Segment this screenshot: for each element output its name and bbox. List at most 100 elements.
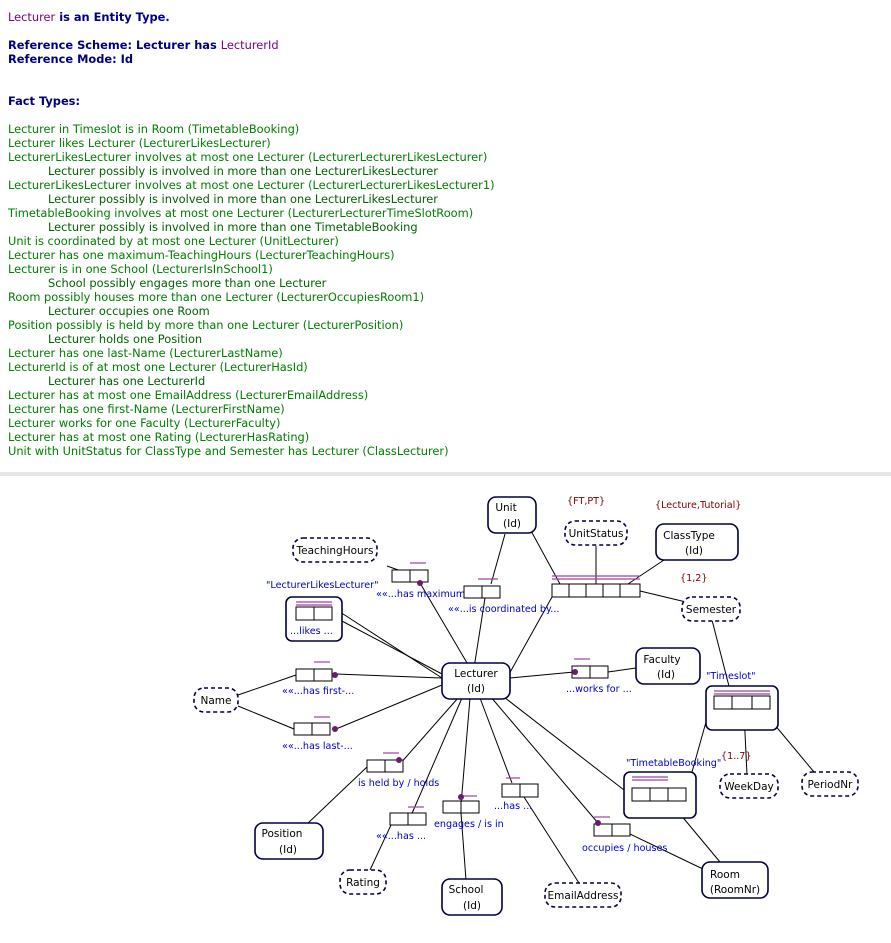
fact-type-line: LecturerLikesLecturer involves at most o… bbox=[8, 150, 884, 164]
connector bbox=[419, 582, 471, 669]
connector bbox=[499, 693, 625, 791]
fact-type-text[interactable]: LecturerId is of at most one Lecturer (L… bbox=[8, 360, 308, 374]
connector bbox=[691, 721, 707, 773]
reference-mode-label: Reference Mode: Id bbox=[8, 52, 134, 66]
entity-unit[interactable]: Unit (Id) bbox=[487, 496, 537, 534]
connector bbox=[509, 671, 575, 679]
has-maximum-reading: ««...has maximum-... bbox=[376, 589, 478, 600]
fact-type-text[interactable]: Position possibly is held by more than o… bbox=[8, 318, 404, 332]
weekday-value-constraint: {1..7} bbox=[721, 751, 752, 762]
entity-faculty[interactable]: Faculty (Id) bbox=[635, 647, 701, 685]
fact-type-text[interactable]: Lecturer has one last-Name (LecturerLast… bbox=[8, 346, 283, 360]
entity-faculty-ref: (Id) bbox=[657, 669, 675, 681]
fact-type-line: Lecturer possibly is involved in more th… bbox=[8, 164, 884, 178]
fact-has-maximum[interactable]: ««...has maximum-... bbox=[376, 562, 478, 600]
fact-type-text[interactable]: Lecturer works for one Faculty (Lecturer… bbox=[8, 416, 281, 430]
fact-engages[interactable]: engages / is in bbox=[434, 794, 504, 830]
fact-type-line: Lecturer has at most one EmailAddress (L… bbox=[8, 388, 884, 402]
fact-type-text[interactable]: Unit with UnitStatus for ClassType and S… bbox=[8, 444, 449, 458]
fact-type-text[interactable]: TimetableBooking involves at most one Le… bbox=[8, 206, 474, 220]
has-rating-reading: ««...has ... bbox=[376, 831, 426, 842]
fact-has-email[interactable]: ...has ... bbox=[494, 777, 539, 812]
value-unitstatus-label: UnitStatus bbox=[569, 528, 624, 540]
fact-works-for[interactable]: ...works for ... bbox=[566, 658, 632, 695]
fact-type-text[interactable]: Lecturer possibly is involved in more th… bbox=[48, 220, 418, 234]
fact-has-first[interactable]: ««...has first-... bbox=[282, 661, 354, 697]
entity-position-name: Position bbox=[262, 828, 303, 840]
connector bbox=[398, 697, 459, 766]
value-periodnr[interactable]: PeriodNr bbox=[801, 771, 859, 797]
value-weekday[interactable]: WeekDay bbox=[719, 773, 779, 799]
fact-type-text[interactable]: Lecturer has at most one Rating (Lecture… bbox=[8, 430, 310, 444]
entity-school[interactable]: School (Id) bbox=[441, 878, 503, 916]
fact-type-text[interactable]: Lecturer has one first-Name (LecturerFir… bbox=[8, 402, 285, 416]
entity-name[interactable]: Lecturer bbox=[8, 10, 56, 24]
fact-type-text[interactable]: Lecturer possibly is involved in more th… bbox=[48, 164, 438, 178]
fact-coordinated[interactable]: ««...is coordinated by... bbox=[448, 578, 559, 615]
objectified-timeslot[interactable]: "Timeslot" bbox=[705, 671, 779, 731]
fact-type-text[interactable]: Lecturer has one LecturerId bbox=[48, 374, 206, 388]
fact-occupies[interactable]: occupies / houses bbox=[582, 816, 667, 854]
connector bbox=[460, 697, 471, 806]
value-name[interactable]: Name bbox=[193, 687, 239, 713]
value-teachinghours-label: TeachingHours bbox=[296, 545, 374, 557]
fact-held-by[interactable]: is held by / holds bbox=[358, 752, 439, 789]
fact-type-line: Lecturer occupies one Room bbox=[8, 304, 884, 318]
entity-lecturer-ref: (Id) bbox=[467, 683, 485, 695]
value-unitstatus[interactable]: UnitStatus bbox=[564, 520, 628, 546]
fact-class-lecturer[interactable] bbox=[551, 575, 641, 598]
fact-type-text[interactable]: LecturerLikesLecturer involves at most o… bbox=[8, 178, 495, 192]
fact-type-line: Room possibly houses more than one Lectu… bbox=[8, 290, 884, 304]
connector bbox=[339, 619, 443, 675]
entity-school-name: School bbox=[449, 884, 484, 896]
connector bbox=[305, 765, 369, 826]
entity-unit-ref: (Id) bbox=[503, 518, 521, 530]
entity-room-ref: (RoomNr) bbox=[710, 884, 760, 896]
fact-type-text[interactable]: Lecturer possibly is involved in more th… bbox=[48, 192, 438, 206]
engages-reading: engages / is in bbox=[434, 819, 504, 830]
fact-type-line: Lecturer is in one School (LecturerIsInS… bbox=[8, 262, 884, 276]
entity-classtype[interactable]: ClassType (Id) bbox=[655, 523, 739, 561]
occupies-reading: occupies / houses bbox=[582, 843, 667, 854]
panel-divider[interactable] bbox=[0, 472, 891, 476]
value-periodnr-label: PeriodNr bbox=[808, 779, 854, 791]
entity-position[interactable]: Position (Id) bbox=[254, 822, 324, 860]
fact-type-text[interactable]: School possibly engages more than one Le… bbox=[48, 276, 327, 290]
connector bbox=[479, 697, 513, 784]
fact-type-line: Lecturer has one first-Name (LecturerFir… bbox=[8, 402, 884, 416]
fact-type-text[interactable]: Room possibly houses more than one Lectu… bbox=[8, 290, 425, 304]
value-teachinghours[interactable]: TeachingHours bbox=[292, 537, 378, 563]
value-rating[interactable]: Rating bbox=[339, 869, 387, 895]
entity-type-text: is an Entity Type. bbox=[55, 10, 170, 24]
fact-type-text[interactable]: Unit is coordinated by at most one Lectu… bbox=[8, 234, 339, 248]
unitstatus-value-constraint: {FT,PT} bbox=[567, 496, 605, 507]
fact-type-text[interactable]: Lecturer occupies one Room bbox=[48, 304, 210, 318]
has-first-reading: ««...has first-... bbox=[282, 686, 354, 697]
fact-type-text[interactable]: Lecturer has at most one EmailAddress (L… bbox=[8, 388, 369, 402]
objectified-booking[interactable]: "TimetableBooking" bbox=[623, 758, 721, 819]
fact-type-text[interactable]: LecturerLikesLecturer involves at most o… bbox=[8, 150, 488, 164]
fact-has-rating[interactable]: ««...has ... bbox=[376, 806, 427, 842]
reference-scheme-value[interactable]: LecturerId bbox=[220, 38, 279, 52]
fact-type-list: Lecturer in Timeslot is in Room (Timetab… bbox=[8, 122, 884, 458]
fact-type-text[interactable]: Lecturer likes Lecturer (LecturerLikesLe… bbox=[8, 136, 271, 150]
reference-mode-line: Reference Mode: Id bbox=[8, 52, 884, 66]
entity-lecturer[interactable]: Lecturer (Id) bbox=[441, 662, 511, 700]
entity-room[interactable]: Room (RoomNr) bbox=[701, 861, 769, 899]
fact-type-line: Unit with UnitStatus for ClassType and S… bbox=[8, 444, 884, 458]
objectified-likes[interactable]: "LecturerLikesLecturer" ...likes ... bbox=[266, 580, 379, 642]
works-for-reading: ...works for ... bbox=[566, 684, 632, 695]
fact-type-text[interactable]: Lecturer holds one Position bbox=[48, 332, 203, 346]
fact-type-line: Lecturer holds one Position bbox=[8, 332, 884, 346]
classtype-value-constraint: {Lecture,Tutorial} bbox=[655, 500, 741, 511]
entity-position-ref: (Id) bbox=[279, 844, 297, 856]
fact-type-text[interactable]: Lecturer has one maximum-TeachingHours (… bbox=[8, 248, 395, 262]
value-semester[interactable]: Semester bbox=[681, 596, 741, 622]
value-semester-label: Semester bbox=[686, 604, 737, 616]
fact-type-text[interactable]: Lecturer in Timeslot is in Room (Timetab… bbox=[8, 122, 300, 136]
value-email[interactable]: EmailAddress bbox=[544, 882, 622, 908]
fact-type-text[interactable]: Lecturer is in one School (LecturerIsInS… bbox=[8, 262, 273, 276]
fact-has-last[interactable]: ««...has last-... bbox=[282, 716, 353, 752]
connector bbox=[639, 590, 687, 603]
fact-type-line: Lecturer works for one Faculty (Lecturer… bbox=[8, 416, 884, 430]
